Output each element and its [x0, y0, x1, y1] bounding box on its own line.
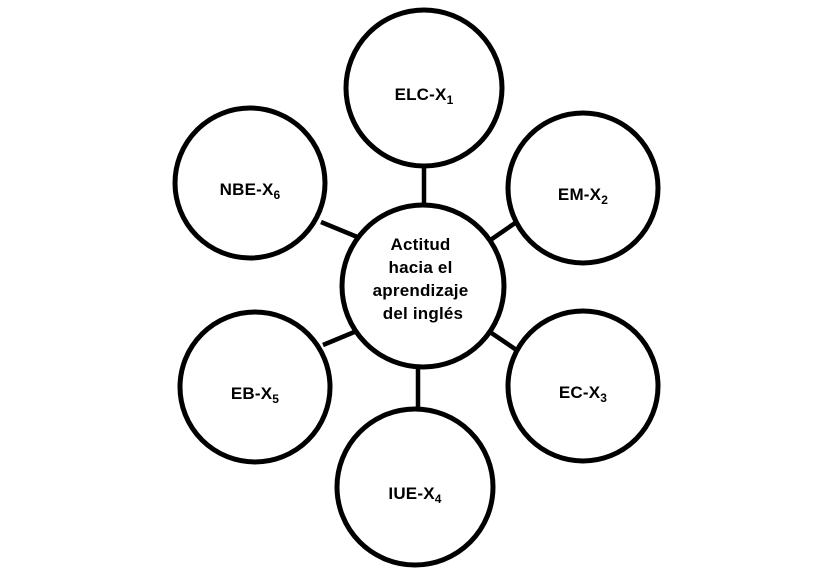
node-em-circle[interactable]	[505, 110, 661, 266]
center-node-circle[interactable]	[339, 202, 507, 370]
node-iue-label: IUE-X4	[388, 484, 441, 506]
node-nbe[interactable]: NBE-X6	[172, 105, 328, 261]
node-eb[interactable]: EB-X5	[177, 309, 333, 465]
center-node[interactable]: Actitud hacia el aprendizaje del inglés	[339, 202, 507, 370]
node-em[interactable]: EM-X2	[505, 110, 661, 266]
node-elc[interactable]: ELC-X1	[343, 7, 505, 169]
node-ec[interactable]: EC-X3	[505, 308, 661, 464]
center-node-label: Actitud hacia el aprendizaje del inglés	[373, 235, 474, 323]
node-nbe-label: NBE-X6	[220, 180, 281, 202]
node-elc-circle[interactable]	[343, 7, 505, 169]
node-iue[interactable]: IUE-X4	[334, 406, 496, 568]
node-ec-label: EC-X3	[559, 383, 607, 405]
node-nbe-circle[interactable]	[172, 105, 328, 261]
node-ec-circle[interactable]	[505, 308, 661, 464]
node-elc-label: ELC-X1	[395, 85, 454, 107]
node-iue-circle[interactable]	[334, 406, 496, 568]
connector-center-to-ec	[485, 328, 520, 353]
connector-center-to-em	[487, 219, 520, 243]
node-em-label: EM-X2	[558, 185, 608, 207]
node-eb-label: EB-X5	[231, 384, 279, 406]
connector-group	[320, 168, 520, 410]
node-eb-circle[interactable]	[177, 309, 333, 465]
